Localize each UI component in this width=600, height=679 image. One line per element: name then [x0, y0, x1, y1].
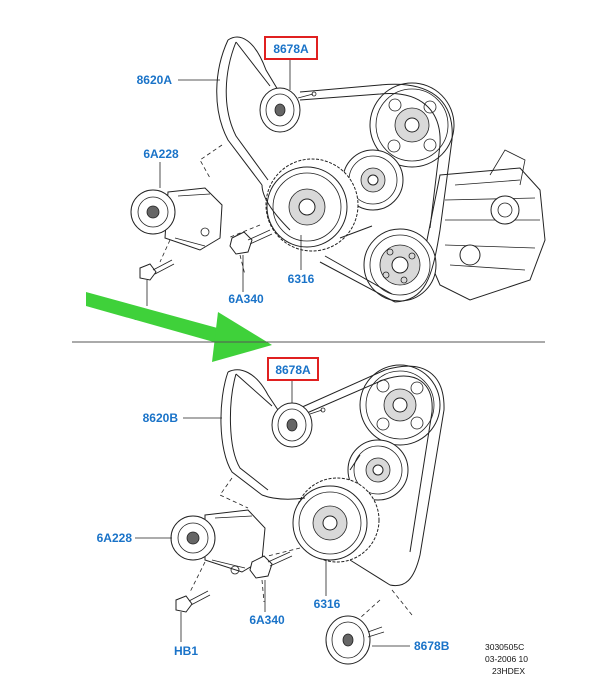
bottom-middle-pulley — [347, 439, 409, 501]
green-arrow — [86, 292, 272, 362]
top-belt-8620A — [216, 36, 453, 303]
top-bolt — [229, 229, 273, 255]
top-idler-pulley — [259, 87, 317, 133]
bottom-belt-8620B — [220, 365, 445, 587]
reference-code: 3030505C 03-2006 10 23HDEX — [485, 642, 528, 676]
label-bottom-idler[interactable]: 8678A — [275, 363, 311, 377]
label-bottom-belt[interactable]: 8620B — [143, 411, 179, 425]
bottom-bolt — [249, 551, 293, 579]
bottom-assembly: 8678A 8620B 6A228 6A340 6316 HB1 8678B — [97, 357, 450, 665]
top-assembly: 8678A 8620A 6A228 6A340 6316 HB1 — [130, 36, 546, 323]
bottom-small-bolt — [175, 590, 211, 613]
label-top-belt[interactable]: 8620A — [137, 73, 173, 87]
label-bottom-extra-idler[interactable]: 8678B — [414, 639, 450, 653]
label-top-tensioner[interactable]: 6A228 — [143, 147, 179, 161]
reference-line-1: 3030505C — [485, 642, 524, 652]
top-compressor-pulley — [363, 228, 437, 302]
label-top-bolt[interactable]: 6A340 — [228, 292, 264, 306]
top-compressor — [424, 149, 546, 301]
label-bottom-tensioner[interactable]: 6A228 — [97, 531, 133, 545]
label-top-idler[interactable]: 8678A — [273, 42, 309, 56]
reference-line-3: 23HDEX — [492, 666, 525, 676]
bottom-crank-pulley — [292, 477, 380, 563]
top-tensioner — [130, 187, 223, 251]
bottom-idler-pulley — [271, 402, 326, 448]
bottom-extra-idler — [325, 615, 385, 665]
label-bottom-bolt[interactable]: 6A340 — [249, 613, 285, 627]
top-upper-pulley — [369, 82, 455, 168]
bottom-upper-pulley — [359, 364, 441, 446]
label-bottom-hb1[interactable]: HB1 — [174, 644, 198, 658]
top-crank-pulley — [265, 158, 359, 252]
bottom-tensioner — [170, 509, 266, 575]
reference-line-2: 03-2006 10 — [485, 654, 528, 664]
top-middle-pulley — [342, 149, 404, 211]
label-bottom-crank[interactable]: 6316 — [314, 597, 341, 611]
top-highlight-box — [264, 36, 318, 60]
bottom-dashed-guides — [189, 477, 413, 619]
top-small-bolt — [139, 259, 175, 281]
bottom-highlight-box — [267, 357, 319, 381]
label-top-crank[interactable]: 6316 — [288, 272, 315, 286]
